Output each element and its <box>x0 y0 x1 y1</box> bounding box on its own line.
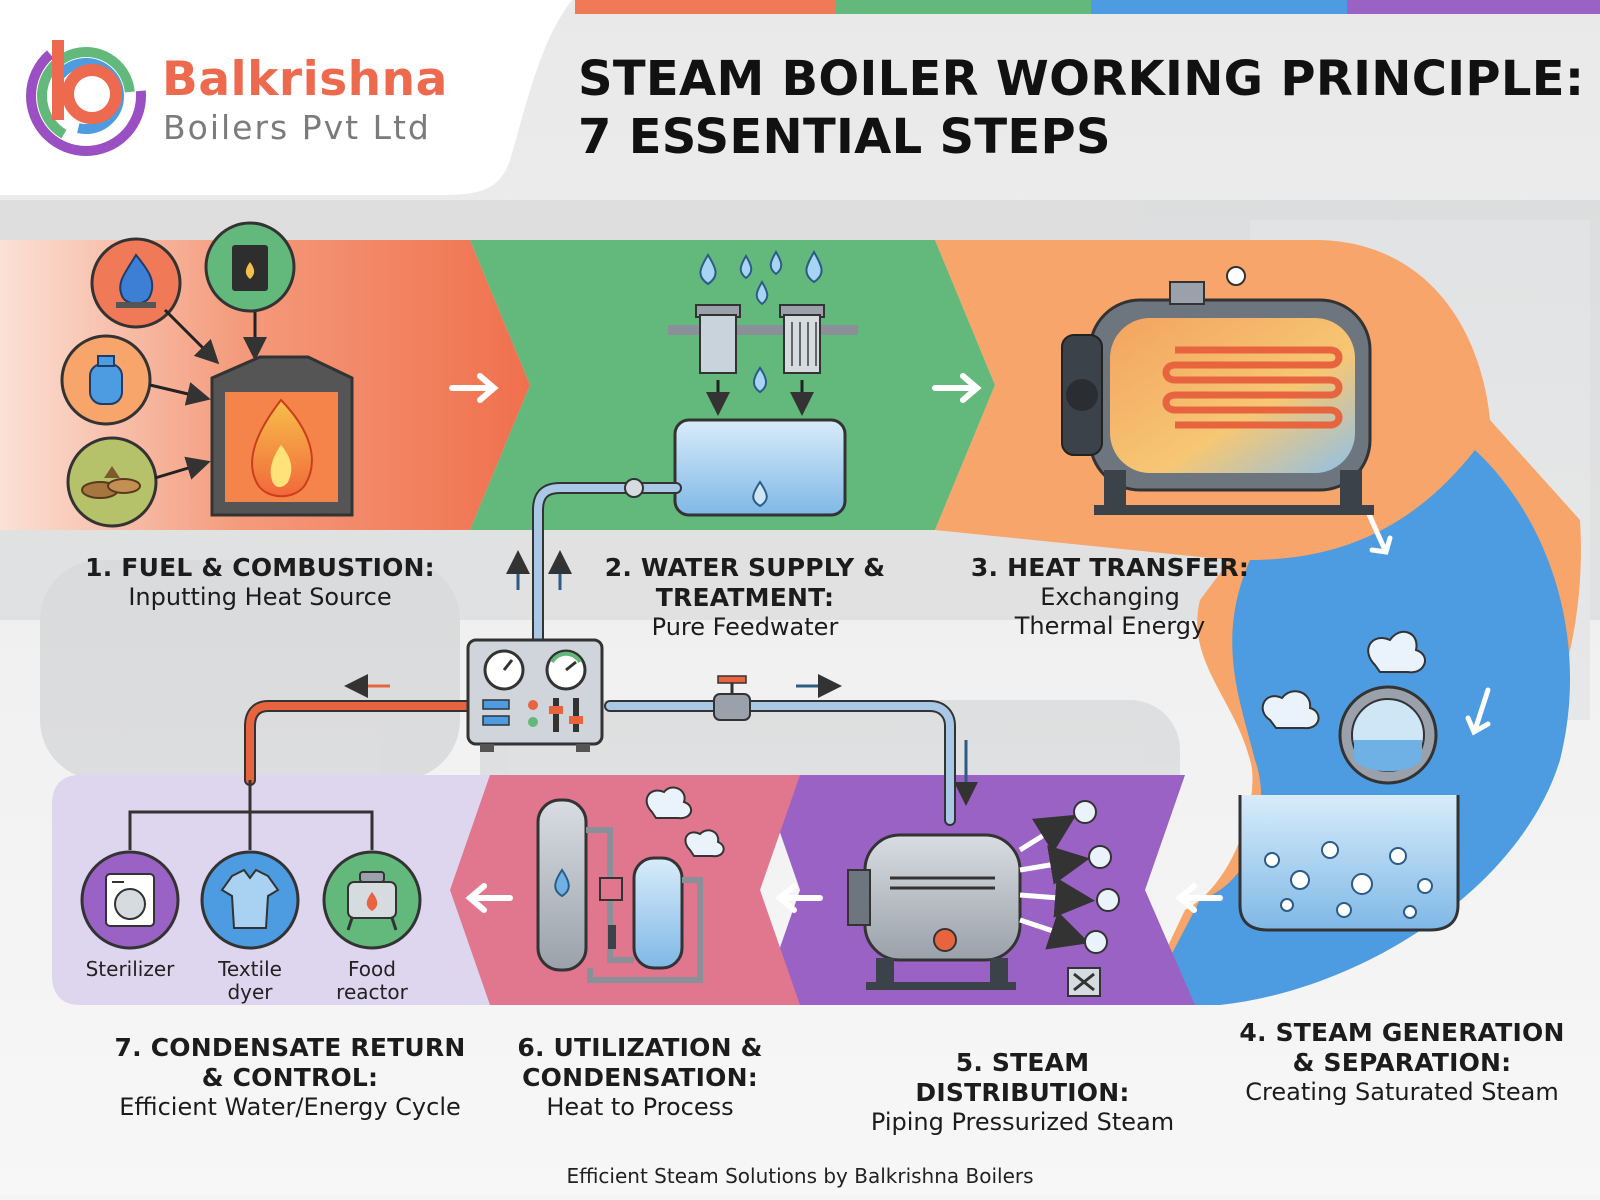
step5-title: 5. STEAM DISTRIBUTION: <box>915 1048 1130 1107</box>
textile-dyer-line-1: Textile <box>218 957 282 981</box>
title-line-2: 7 ESSENTIAL STEPS <box>578 109 1111 165</box>
step6-label: 6. UTILIZATION & CONDENSATION: Heat to P… <box>490 1033 790 1122</box>
flow-arrow-2-3 <box>932 373 982 403</box>
flow-arrow-4-down <box>1465 687 1491 736</box>
flow-arrow-3-4 <box>1365 509 1393 555</box>
feedwater-pipe <box>532 478 682 646</box>
step3-subtitle-line-1: Exchanging <box>1040 583 1180 611</box>
brand-name: Balkrishna <box>162 52 448 107</box>
step5-label: 5. STEAM DISTRIBUTION: Piping Pressurize… <box>845 1048 1200 1137</box>
step7-title-line-1: 7. CONDENSATE RETURN <box>114 1033 466 1062</box>
textile-dyer-label: Textile dyer <box>190 958 310 1004</box>
shirt-icon <box>200 850 300 950</box>
application-branches <box>128 780 374 850</box>
step6-title-line-1: 6. UTILIZATION & <box>517 1033 763 1062</box>
fuel-feed-arrows <box>149 308 267 480</box>
control-panel-icon <box>466 638 604 752</box>
flow-arrow-5-6 <box>775 883 823 913</box>
step1-subtitle: Inputting Heat Source <box>128 583 392 611</box>
sterilizer-label: Sterilizer <box>85 957 175 981</box>
step4-title-line-2: & SEPARATION: <box>1292 1048 1512 1077</box>
water-droplets-icon <box>699 249 823 394</box>
step6-title-line-2: CONDENSATION: <box>522 1063 758 1092</box>
top-bar-green <box>835 0 1091 14</box>
step7-title-line-2: & CONTROL: <box>201 1063 379 1092</box>
cooking-pot-icon <box>322 850 422 950</box>
step2-label: 2. WATER SUPPLY & TREATMENT: Pure Feedwa… <box>570 553 920 642</box>
step2-title-line-2: TREATMENT: <box>655 583 835 612</box>
closed-valve-icon <box>1067 967 1101 997</box>
header-card <box>0 0 572 195</box>
top-bar-blue <box>1091 0 1347 14</box>
water-tank-icon <box>673 418 847 517</box>
valve-icon <box>713 675 751 721</box>
company-logo <box>26 36 146 156</box>
step7-label: 7. CONDENSATE RETURN & CONTROL: Efficien… <box>100 1033 480 1122</box>
steam-return-pipe <box>604 700 956 826</box>
step1-label: 1. FUEL & COMBUSTION: Inputting Heat Sou… <box>60 553 460 612</box>
top-bar-purple <box>1347 0 1600 14</box>
flow-indicators <box>344 550 978 806</box>
step5-subtitle: Piping Pressurized Steam <box>870 1108 1175 1136</box>
step2-subtitle: Pure Feedwater <box>651 613 839 641</box>
step1-title: 1. FUEL & COMBUSTION: <box>85 553 435 582</box>
condensate-pipe <box>244 700 474 786</box>
fire-tube-boiler-icon <box>1061 266 1374 515</box>
steam-drum-icon <box>1238 630 1460 932</box>
page-title: STEAM BOILER WORKING PRINCIPLE: 7 ESSENT… <box>578 50 1584 166</box>
textile-dyer-line-2: dyer <box>227 980 273 1004</box>
brand-subtitle: Boilers Pvt Ltd <box>163 108 431 147</box>
top-bar-orange <box>575 0 835 14</box>
step4-title-line-1: 4. STEAM GENERATION <box>1239 1018 1565 1047</box>
flow-arrow-6-7 <box>465 883 513 913</box>
step3-label: 3. HEAT TRANSFER: Exchanging Thermal Ene… <box>950 553 1270 641</box>
step7-subtitle: Efficient Water/Energy Cycle <box>119 1093 461 1121</box>
step4-label: 4. STEAM GENERATION & SEPARATION: Creati… <box>1222 1018 1582 1107</box>
step6-subtitle: Heat to Process <box>546 1093 734 1121</box>
flow-arrow-1-2 <box>449 373 499 403</box>
water-filter-icon <box>668 304 858 416</box>
step2-title-line-1: 2. WATER SUPPLY & <box>604 553 886 582</box>
food-reactor-label: Food reactor <box>312 958 432 1004</box>
oil-drum-icon <box>204 221 296 313</box>
steam-header-icon <box>847 833 1022 990</box>
steam-puffs <box>1073 800 1120 954</box>
washing-machine-icon <box>80 850 180 950</box>
step3-title: 3. HEAT TRANSFER: <box>970 553 1250 582</box>
flow-arrow-4-5 <box>1175 883 1223 913</box>
step2-panel <box>470 240 995 530</box>
heat-exchanger-icon <box>536 786 725 983</box>
step4-subtitle: Creating Saturated Steam <box>1245 1078 1559 1106</box>
distribution-pipes <box>1018 814 1095 950</box>
footer-caption: Efficient Steam Solutions by Balkrishna … <box>566 1164 1034 1188</box>
step3-subtitle-line-2: Thermal Energy <box>1014 612 1206 640</box>
gas-cylinder-icon <box>60 334 152 426</box>
food-reactor-line-2: reactor <box>336 980 408 1004</box>
furnace-icon <box>210 355 354 517</box>
biomass-icon <box>66 436 158 528</box>
food-reactor-line-1: Food <box>348 957 396 981</box>
title-line-1: STEAM BOILER WORKING PRINCIPLE: <box>578 51 1585 107</box>
flame-icon <box>90 237 182 329</box>
